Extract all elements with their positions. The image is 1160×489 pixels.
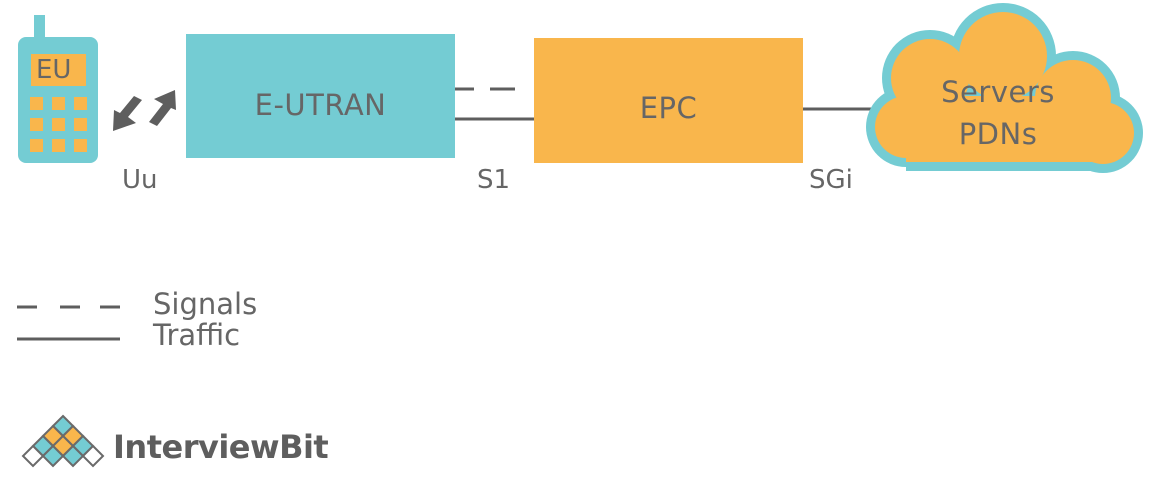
wireless-arrows-icon <box>113 90 176 131</box>
epc-box <box>534 38 803 163</box>
sgi-interface-label: SGi <box>809 165 853 195</box>
interviewbit-logo-icon <box>21 414 105 468</box>
legend-signals-label: Signals <box>153 287 258 321</box>
eutran-label: E-UTRAN <box>254 88 387 122</box>
s1-interface-label: S1 <box>477 165 511 195</box>
ue-label: EU <box>36 55 72 85</box>
uu-interface-label: Uu <box>122 165 158 195</box>
cloud-label-servers: Servers <box>941 75 1055 109</box>
brand-name: InterviewBit <box>113 428 329 466</box>
legend-traffic-label: Traffic <box>153 318 241 352</box>
cloud-icon <box>866 3 1143 173</box>
epc-label: EPC <box>639 91 698 125</box>
eutran-box <box>186 34 455 158</box>
cloud-label-pdns: PDNs <box>958 117 1038 151</box>
phone-icon <box>18 15 98 163</box>
